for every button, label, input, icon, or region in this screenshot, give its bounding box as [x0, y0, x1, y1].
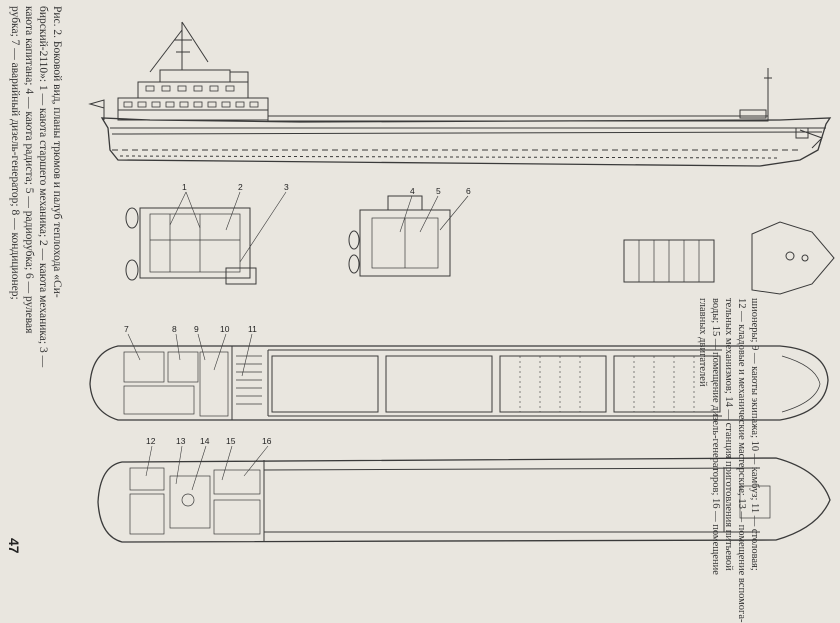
caption-line: Рис. 2. Боковой вид, планы трюмов и палу…: [51, 6, 63, 298]
caption-line: шионеры; 9 — каюты экипажа; 10 — камбуз;…: [749, 298, 760, 571]
label-7: 7: [124, 324, 129, 334]
book-page: Рис. 2. Боковой вид, планы трюмов и палу…: [6, 6, 835, 623]
deck-plan-bridge: [348, 195, 451, 277]
deck-plan-boat: [125, 207, 257, 285]
label-9: 9: [194, 324, 199, 334]
label-15: 15: [226, 436, 236, 446]
label-14: 14: [200, 436, 210, 446]
label-4: 4: [410, 186, 415, 196]
caption-line: воды; 15 — помещение дизель-генераторов;…: [710, 298, 721, 575]
caption-line: главных двигателей: [697, 298, 708, 387]
hold-plan: [97, 457, 831, 543]
side-elevation: [88, 21, 832, 167]
label-12: 12: [146, 436, 156, 446]
label-5: 5: [436, 186, 441, 196]
deck-plan-forecastle-hatch: [623, 239, 715, 283]
label-3: 3: [284, 182, 289, 192]
page-number: 47: [6, 538, 22, 554]
deck-plan-bow: [751, 221, 835, 295]
label-16: 16: [262, 436, 272, 446]
label-6: 6: [466, 186, 471, 196]
label-8: 8: [172, 324, 177, 334]
label-2: 2: [238, 182, 243, 192]
caption-line: тельных механизмов; 14 — станция пригото…: [723, 298, 734, 571]
label-1: 1: [182, 182, 187, 192]
ship-drawing: 1 2 3 4 5 6 7 8 9 10 11 12 13 14 15 16: [88, 21, 835, 543]
caption-line: 12 — кладовые и механические мастерские;…: [736, 298, 747, 623]
label-11: 11: [248, 324, 257, 334]
label-10: 10: [220, 324, 230, 334]
figure-caption: Рис. 2. Боковой вид, планы трюмов и палу…: [8, 6, 64, 368]
caption-line: рубка; 7 — аварийный дизель-генератор; 8…: [9, 6, 21, 300]
main-deck-plan: [89, 345, 829, 421]
caption-line: бирский-2110»: 1 — каюта старшего механи…: [37, 6, 49, 368]
caption-line: каюта капитана; 4 — каюта радиста; 5 — р…: [23, 6, 35, 334]
part-labels: 1 2 3 4 5 6 7 8 9 10 11 12 13 14 15 16: [124, 182, 471, 446]
figure-caption-continuation: шионеры; 9 — каюты экипажа; 10 — камбуз;…: [696, 298, 761, 623]
label-13: 13: [176, 436, 186, 446]
